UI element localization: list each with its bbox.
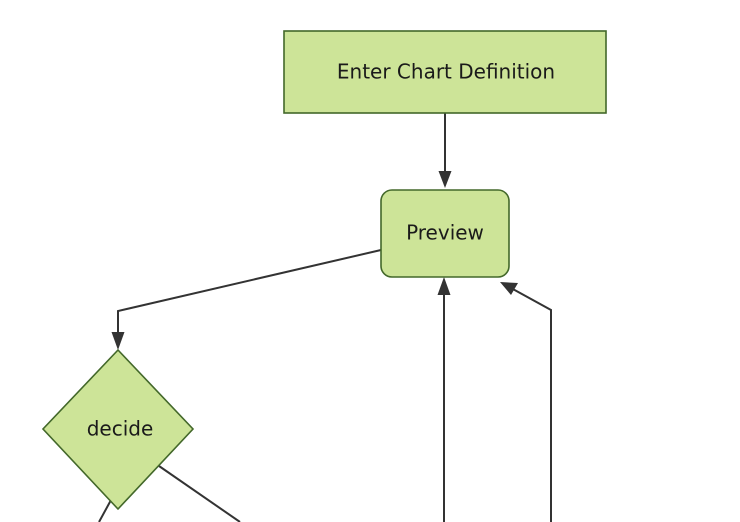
node-decide[interactable]: decide (41, 348, 195, 511)
arrowhead-down-into-decide (111, 332, 125, 350)
edge-decide-bottom-right[interactable] (158, 465, 241, 522)
arrowhead-up-into-preview-center (437, 277, 451, 295)
edge-decide-bottom-left[interactable] (98, 499, 112, 522)
node-enter-chart-definition-shape (283, 30, 607, 114)
node-preview-shape (380, 189, 510, 278)
node-preview[interactable]: Preview (380, 189, 510, 278)
edge-preview-to-decide[interactable] (111, 249, 382, 350)
edge-preview-to-decide-line (117, 249, 382, 338)
edge-bottom-right-to-preview-line (510, 287, 552, 522)
edge-bottom-right-to-preview[interactable] (500, 282, 552, 522)
node-enter-chart-definition[interactable]: Enter Chart Definition (283, 30, 607, 114)
edge-layer (98, 113, 552, 522)
edge-decide-bottom-left-line (98, 499, 112, 522)
node-layer: Enter Chart Definition Preview decide (41, 30, 607, 511)
edge-bottom-center-to-preview[interactable] (437, 277, 451, 522)
edge-enter-to-preview[interactable] (438, 113, 452, 188)
node-decide-shape (41, 348, 195, 511)
arrowhead-up-into-preview-right (500, 282, 518, 295)
arrowhead-down-into-preview (438, 171, 452, 188)
edge-decide-bottom-right-line (158, 465, 241, 522)
